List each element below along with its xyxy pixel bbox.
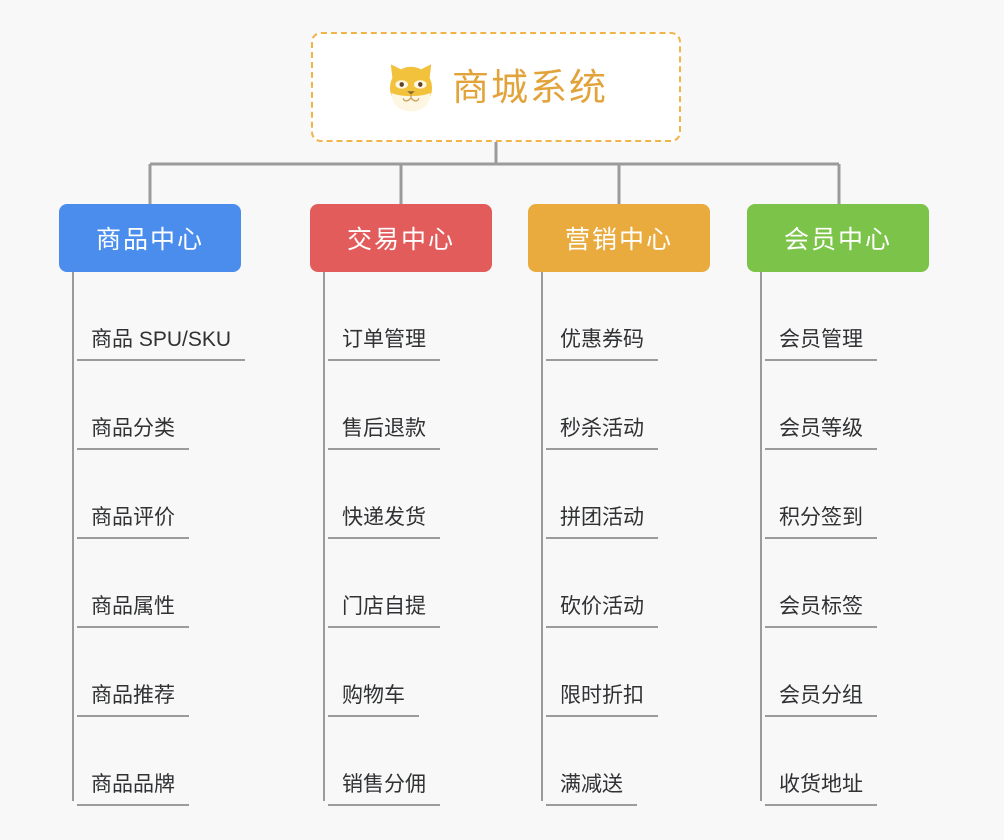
leaf-label: 商品品牌 — [77, 774, 189, 806]
branch-spine-2 — [541, 272, 543, 801]
branch-spine-0 — [72, 272, 74, 801]
list-item[interactable]: 拼团活动 — [528, 450, 710, 539]
leaf-label: 拼团活动 — [546, 507, 658, 539]
list-item[interactable]: 会员等级 — [747, 361, 929, 450]
list-item[interactable]: 购物车 — [310, 628, 492, 717]
leaf-label: 销售分佣 — [328, 774, 440, 806]
list-item[interactable]: 优惠券码 — [528, 272, 710, 361]
leaf-label: 优惠券码 — [546, 329, 658, 361]
list-item[interactable]: 售后退款 — [310, 361, 492, 450]
branch-body-2: 优惠券码 秒杀活动 拼团活动 砍价活动 限时折扣 满减送 — [528, 272, 710, 806]
branch-trade-center: 交易中心 订单管理 售后退款 快递发货 门店自提 购物车 销售分佣 — [310, 204, 492, 806]
list-item[interactable]: 满减送 — [528, 717, 710, 806]
leaf-label: 会员等级 — [765, 418, 877, 450]
branch-member-center: 会员中心 会员管理 会员等级 积分签到 会员标签 会员分组 收货地址 — [747, 204, 929, 806]
leaf-label: 购物车 — [328, 685, 419, 717]
leaf-label: 砍价活动 — [546, 596, 658, 628]
leaf-label: 订单管理 — [328, 329, 440, 361]
branch-spine-1 — [323, 272, 325, 801]
list-item[interactable]: 销售分佣 — [310, 717, 492, 806]
root-title: 商城系统 — [452, 66, 608, 108]
leaf-label: 快递发货 — [328, 507, 440, 539]
leaf-label: 商品分类 — [77, 418, 189, 450]
root-node[interactable]: 商城系统 — [311, 32, 681, 142]
leaf-label: 会员分组 — [765, 685, 877, 717]
branch-body-3: 会员管理 会员等级 积分签到 会员标签 会员分组 收货地址 — [747, 272, 929, 806]
list-item[interactable]: 快递发货 — [310, 450, 492, 539]
list-item[interactable]: 会员管理 — [747, 272, 929, 361]
leaf-label: 商品属性 — [77, 596, 189, 628]
leaf-label: 积分签到 — [765, 507, 877, 539]
leaf-label: 会员管理 — [765, 329, 877, 361]
leaf-label: 满减送 — [546, 774, 637, 806]
branch-head-1[interactable]: 交易中心 — [310, 204, 492, 272]
list-item[interactable]: 订单管理 — [310, 272, 492, 361]
list-item[interactable]: 收货地址 — [747, 717, 929, 806]
shiba-dog-face-icon — [389, 64, 433, 112]
list-item[interactable]: 商品属性 — [59, 539, 245, 628]
list-item[interactable]: 会员标签 — [747, 539, 929, 628]
list-item[interactable]: 商品品牌 — [59, 717, 245, 806]
leaf-label: 限时折扣 — [546, 685, 658, 717]
branch-product-center: 商品中心 商品 SPU/SKU 商品分类 商品评价 商品属性 商品推荐 商品品牌 — [59, 204, 246, 806]
list-item[interactable]: 限时折扣 — [528, 628, 710, 717]
list-item[interactable]: 积分签到 — [747, 450, 929, 539]
leaf-label: 会员标签 — [765, 596, 877, 628]
branch-spine-3 — [760, 272, 762, 801]
leaf-label: 商品 SPU/SKU — [77, 329, 246, 361]
branch-body-0: 商品 SPU/SKU 商品分类 商品评价 商品属性 商品推荐 商品品牌 — [59, 272, 246, 806]
branch-head-3[interactable]: 会员中心 — [747, 204, 929, 272]
list-item[interactable]: 会员分组 — [747, 628, 929, 717]
leaf-label: 门店自提 — [328, 596, 440, 628]
leaf-label: 商品推荐 — [77, 685, 189, 717]
leaf-label: 售后退款 — [328, 418, 440, 450]
leaf-label: 秒杀活动 — [546, 418, 658, 450]
branch-head-0[interactable]: 商品中心 — [59, 204, 241, 272]
list-item[interactable]: 商品 SPU/SKU — [59, 272, 246, 361]
list-item[interactable]: 商品分类 — [59, 361, 245, 450]
list-item[interactable]: 商品评价 — [59, 450, 245, 539]
branch-body-1: 订单管理 售后退款 快递发货 门店自提 购物车 销售分佣 — [310, 272, 492, 806]
branch-marketing-center: 营销中心 优惠券码 秒杀活动 拼团活动 砍价活动 限时折扣 满减送 — [528, 204, 710, 806]
list-item[interactable]: 门店自提 — [310, 539, 492, 628]
branch-head-2[interactable]: 营销中心 — [528, 204, 710, 272]
leaf-label: 收货地址 — [765, 774, 877, 806]
list-item[interactable]: 砍价活动 — [528, 539, 710, 628]
list-item[interactable]: 秒杀活动 — [528, 361, 710, 450]
list-item[interactable]: 商品推荐 — [59, 628, 245, 717]
leaf-label: 商品评价 — [77, 507, 189, 539]
